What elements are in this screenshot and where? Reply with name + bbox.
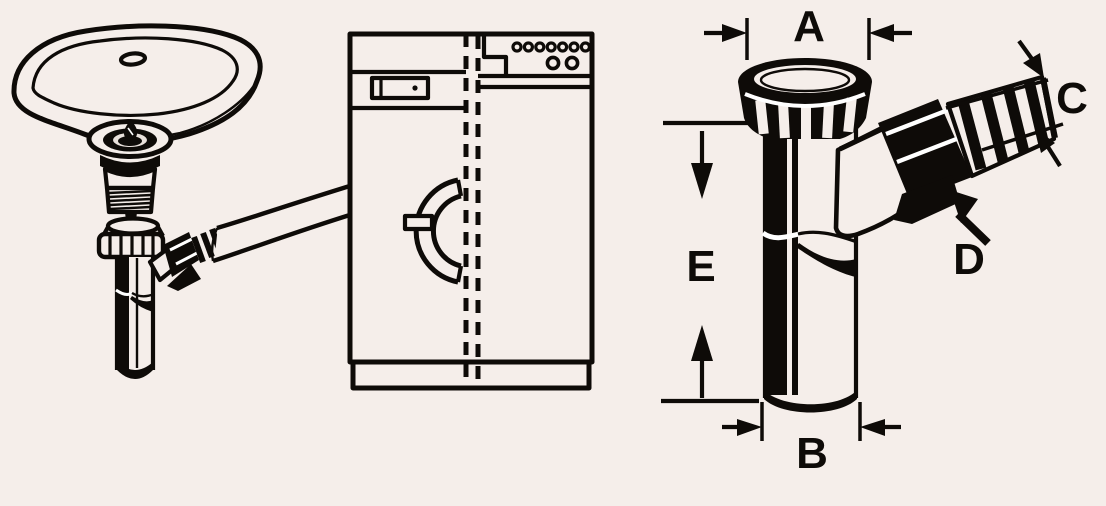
control-buttons <box>511 41 592 53</box>
branch-nut-wing <box>167 264 201 291</box>
b-right-arrow-head <box>860 419 885 436</box>
trap-pipe-shading <box>118 257 129 369</box>
appliance-plinth <box>350 359 592 391</box>
c-bottom-arrow-stem <box>1046 145 1062 168</box>
fitting-pipe <box>761 120 859 413</box>
sink <box>11 23 263 145</box>
dishwasher-half <box>478 34 592 90</box>
trap-joint-wave-light <box>115 288 133 296</box>
dimension-label-e: E <box>686 242 715 291</box>
sink-underside-line <box>40 86 254 140</box>
fitting-drawing: A B C D E <box>661 2 1088 478</box>
dimension-label-d: D <box>953 235 985 284</box>
pipe-bottom-end <box>764 390 857 413</box>
trap-pipe-walls <box>114 257 156 370</box>
detergent-drawer <box>369 75 431 101</box>
c-bottom-arrow-head <box>1035 128 1055 153</box>
strainer-collar <box>102 166 158 191</box>
drawer-knob-dot <box>412 85 418 91</box>
plug-pin-highlight <box>127 127 134 136</box>
pointer-d <box>950 190 991 246</box>
dimension-a <box>704 18 912 60</box>
cap-nut-opening <box>759 67 851 93</box>
dimension-label-b: B <box>796 429 828 478</box>
hose-top-line <box>216 182 354 231</box>
pipe-shading-band <box>766 124 787 395</box>
fitting-cap-nut <box>738 58 872 140</box>
trap-inlet-funnel <box>105 216 161 236</box>
strainer-plug-pin <box>123 119 138 141</box>
door-inner-ring <box>430 193 462 269</box>
pipe-branch-shadow <box>796 243 856 277</box>
dimension-b <box>722 402 901 441</box>
drain-strainer <box>86 119 174 223</box>
drain-hose <box>210 182 354 264</box>
e-down-arrow-head <box>691 163 713 199</box>
divider-dashed-line <box>463 34 481 388</box>
pipe-break-wave <box>797 230 858 244</box>
a-left-arrow-head <box>722 24 747 42</box>
trap-joint-wave <box>131 291 155 298</box>
branch-hex-nut <box>163 232 199 277</box>
worktop-step <box>481 34 509 76</box>
b-extension-lines <box>760 402 862 441</box>
cap-nut-gap-band <box>744 92 866 108</box>
strainer-hole <box>118 136 142 146</box>
d-arrow-head <box>950 190 978 223</box>
c-top-arrow-stem <box>1017 39 1034 61</box>
appliance <box>347 31 595 391</box>
c-top-arrow-head <box>1023 53 1044 78</box>
overflow-opening <box>118 51 148 67</box>
pipe-shading-stripe <box>792 124 798 395</box>
hose-bottom-line <box>212 211 354 264</box>
c-bottom-extension-line <box>981 122 1064 152</box>
hose-end-cap <box>210 227 219 262</box>
thread-lines <box>108 189 152 211</box>
washing-machine-half <box>350 69 466 285</box>
trap-nut-knurls <box>108 236 155 255</box>
hose-body <box>214 183 353 263</box>
barb-nut-facets <box>885 107 960 165</box>
trap-pipe-end <box>117 362 153 379</box>
dimension-c <box>945 39 1064 168</box>
trap-joint-shadow <box>130 296 153 312</box>
b-left-arrow-head <box>737 419 762 436</box>
cap-nut-castellations <box>755 97 857 140</box>
bottle-trap <box>96 216 166 379</box>
sink-basin-rim <box>31 36 239 117</box>
control-knobs <box>545 55 580 71</box>
branch-nut-facets <box>169 236 200 266</box>
strainer-lock-band <box>100 155 160 174</box>
door-ring-caps <box>455 179 464 283</box>
barb-nut-wing <box>894 175 960 224</box>
pipe-break-wave-light <box>761 230 800 241</box>
e-up-arrow-head <box>691 325 713 361</box>
a-extension-lines <box>745 18 871 60</box>
dimension-label-c: C <box>1056 74 1088 123</box>
a-right-arrow-head <box>869 24 894 42</box>
c-top-extension-line <box>945 78 1049 110</box>
door-handle <box>402 213 435 232</box>
dimension-label-a: A <box>793 2 825 51</box>
